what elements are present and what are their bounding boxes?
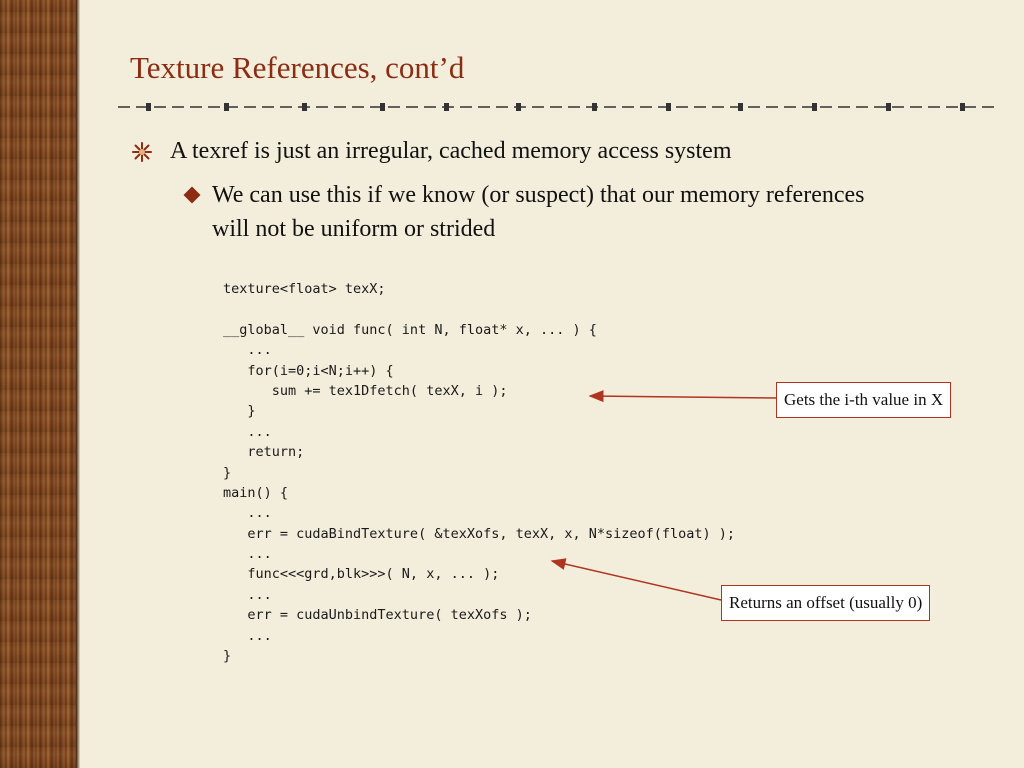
code-line: ... [223,423,272,440]
code-line: err = cudaBindTexture( &texXofs, texX, x… [223,525,736,542]
asterisk-star-icon [132,141,152,162]
callout-fetch-note: Gets the i-th value in X [776,382,952,418]
code-block: texture<float> texX; __global__ void func… [223,279,735,666]
code-line: } [223,403,256,420]
code-line: __global__ void func( int N, float* x, .… [223,321,597,338]
bullet-level1: A texref is just an irregular, cached me… [132,138,732,165]
code-line: err = cudaUnbindTexture( texXofs ); [223,607,532,624]
slide-title: Texture References, cont’d [130,50,465,85]
code-line: ... [223,505,272,522]
code-line: ... [223,586,272,603]
code-line: } [223,464,232,481]
bullet-level2-text: We can use this if we know (or suspect) … [212,182,865,242]
code-line: ... [223,627,272,644]
code-line [223,299,735,319]
diamond-icon [183,186,201,204]
code-line: sum += tex1Dfetch( texX, i ); [223,382,508,399]
code-line: return; [223,444,305,461]
code-line: main() { [223,484,289,501]
bullet-level2: We can use this if we know (or suspect) … [183,178,884,246]
code-line: func<<<grd,blk>>>( N, x, ... ); [223,566,500,583]
code-line: ... [223,342,272,359]
code-line: for(i=0;i<N;i++) { [223,362,394,379]
bullet-level1-text: A texref is just an irregular, cached me… [170,138,732,164]
wood-border-edge [76,0,80,768]
code-line: } [223,648,232,665]
code-line: ... [223,546,272,563]
title-divider [118,103,994,111]
callout-offset-note: Returns an offset (usually 0) [721,585,931,621]
code-line: texture<float> texX; [223,281,386,297]
wood-border-decoration [0,0,76,768]
